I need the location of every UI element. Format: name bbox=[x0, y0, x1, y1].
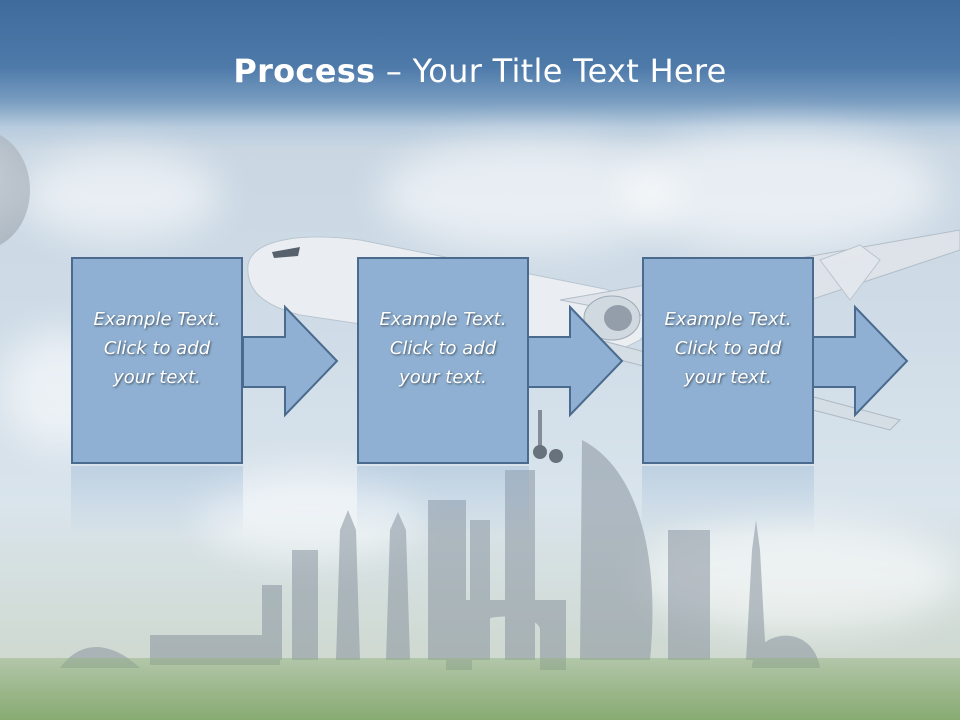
title-bold-text: Process bbox=[233, 52, 376, 90]
step-3-reflection bbox=[642, 466, 814, 536]
step-2-arrow-shape bbox=[527, 304, 624, 418]
title-rest-text: – Your Title Text Here bbox=[375, 52, 727, 90]
step-2-line-2: Click to add bbox=[389, 337, 497, 359]
step-3-text[interactable]: Example Text. Click to add your text. bbox=[653, 305, 803, 392]
step-1-line-3: your text. bbox=[113, 366, 201, 388]
step-3-line-2: Click to add bbox=[674, 337, 782, 359]
cloud bbox=[20, 150, 220, 240]
step-1-text[interactable]: Example Text. Click to add your text. bbox=[82, 305, 232, 392]
process-step-3[interactable]: Example Text. Click to add your text. bbox=[642, 257, 814, 464]
step-2-reflection bbox=[357, 466, 529, 536]
step-2-text[interactable]: Example Text. Click to add your text. bbox=[368, 305, 518, 392]
process-step-2[interactable]: Example Text. Click to add your text. bbox=[357, 257, 529, 464]
step-2-line-1: Example Text. bbox=[379, 308, 507, 330]
step-1-line-2: Click to add bbox=[103, 337, 211, 359]
step-3-line-1: Example Text. bbox=[664, 308, 792, 330]
process-step-1[interactable]: Example Text. Click to add your text. bbox=[71, 257, 243, 464]
city-skyline-image bbox=[60, 440, 820, 670]
step-3-line-3: your text. bbox=[684, 366, 772, 388]
title-band bbox=[0, 0, 960, 150]
step-2-line-3: your text. bbox=[399, 366, 487, 388]
cloud bbox=[200, 470, 420, 560]
step-1-line-1: Example Text. bbox=[93, 308, 221, 330]
step-3-arrow-shape bbox=[812, 304, 909, 418]
step-1-reflection bbox=[71, 466, 243, 536]
step-1-arrow-shape bbox=[242, 304, 339, 418]
grass-foreground bbox=[0, 658, 960, 720]
slide-title[interactable]: Process – Your Title Text Here bbox=[0, 52, 960, 90]
cloud bbox=[620, 130, 940, 250]
